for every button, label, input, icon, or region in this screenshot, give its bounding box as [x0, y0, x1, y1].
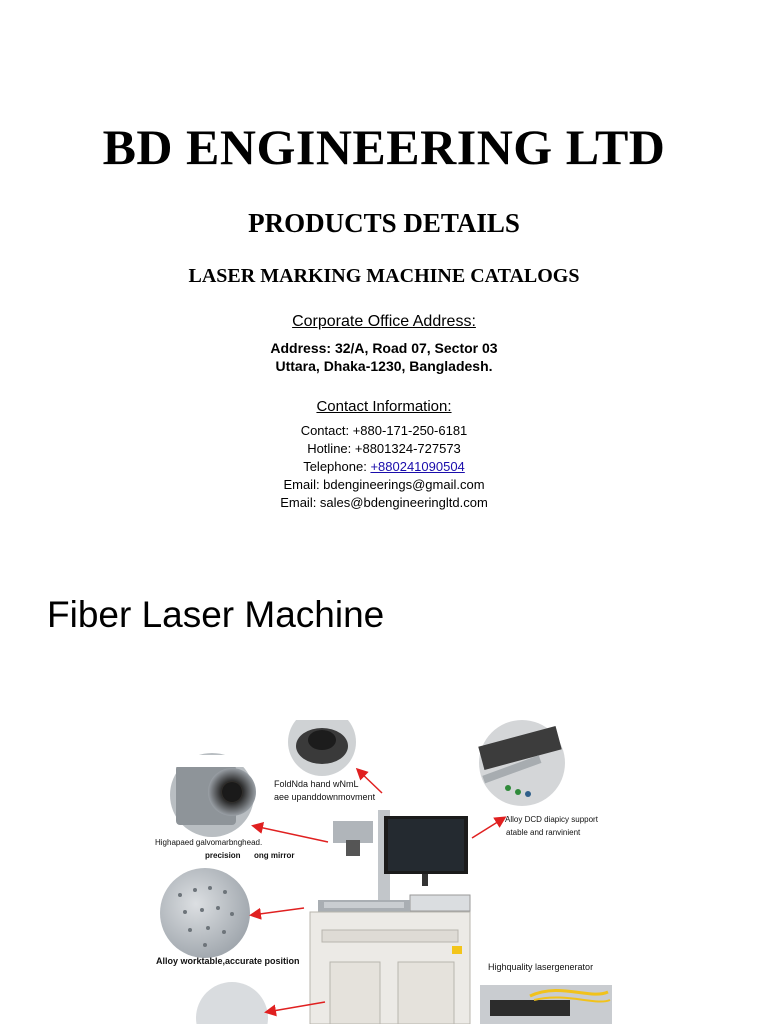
- laser-machine-illustration: [160, 700, 612, 1029]
- email-primary: Email: bdengineerings@gmail.com: [283, 477, 485, 492]
- address-line-2: Uttara, Dhaka-1230, Bangladesh.: [275, 358, 493, 374]
- support-arm-detail: [478, 720, 565, 806]
- worktable-detail: [160, 868, 250, 958]
- foot-detail: [196, 982, 268, 1029]
- laser-generator-detail: [480, 985, 612, 1024]
- telephone-link[interactable]: +880241090504: [370, 459, 465, 474]
- office-address-heading: Corporate Office Address:: [292, 313, 476, 330]
- catalog-heading: LASER MARKING MACHINE CATALOGS: [188, 265, 580, 287]
- caption-mirror: ong mirror: [254, 851, 295, 860]
- address-line-1: Address: 32/A, Road 07, Sector 03: [270, 340, 498, 356]
- product-figure: FoldNda hand wNmL aee upanddownmovment A…: [150, 700, 620, 1029]
- contact-info-heading: Contact Information:: [316, 398, 452, 415]
- focus-knob-detail: [288, 700, 356, 776]
- email-sales: Email: sales@bdengineeringltd.com: [280, 495, 488, 510]
- company-title: BD ENGINEERING LTD: [102, 119, 666, 175]
- caption-worktable: Alloy worktable,accurate position: [156, 956, 300, 966]
- caption-focus-1: FoldNda hand wNmL: [274, 779, 359, 789]
- section-title: Fiber Laser Machine: [47, 594, 385, 635]
- caption-galvo-head: Highapaed galvomarbnghead.: [155, 838, 263, 847]
- contact-phone: Contact: +880-171-250-6181: [300, 423, 468, 438]
- callout-arrows: [249, 767, 507, 1017]
- caption-precision: precision: [205, 851, 241, 860]
- products-heading: PRODUCTS DETAILS: [248, 208, 520, 238]
- galvo-head-detail: [170, 753, 260, 837]
- caption-support-2: atable and ranvinient: [506, 828, 581, 837]
- telephone-label: Telephone:: [303, 459, 371, 474]
- telephone-line: Telephone: +880241090504: [0, 459, 768, 474]
- caption-laser-generator: Highquality lasergenerator: [488, 962, 594, 972]
- main-machine: [309, 810, 471, 1025]
- hotline-phone: Hotline: +8801324-727573: [307, 441, 461, 456]
- caption-support-1: Alloy DCD diapicy support: [505, 815, 598, 824]
- caption-focus-2: aee upanddownmovment: [274, 792, 376, 802]
